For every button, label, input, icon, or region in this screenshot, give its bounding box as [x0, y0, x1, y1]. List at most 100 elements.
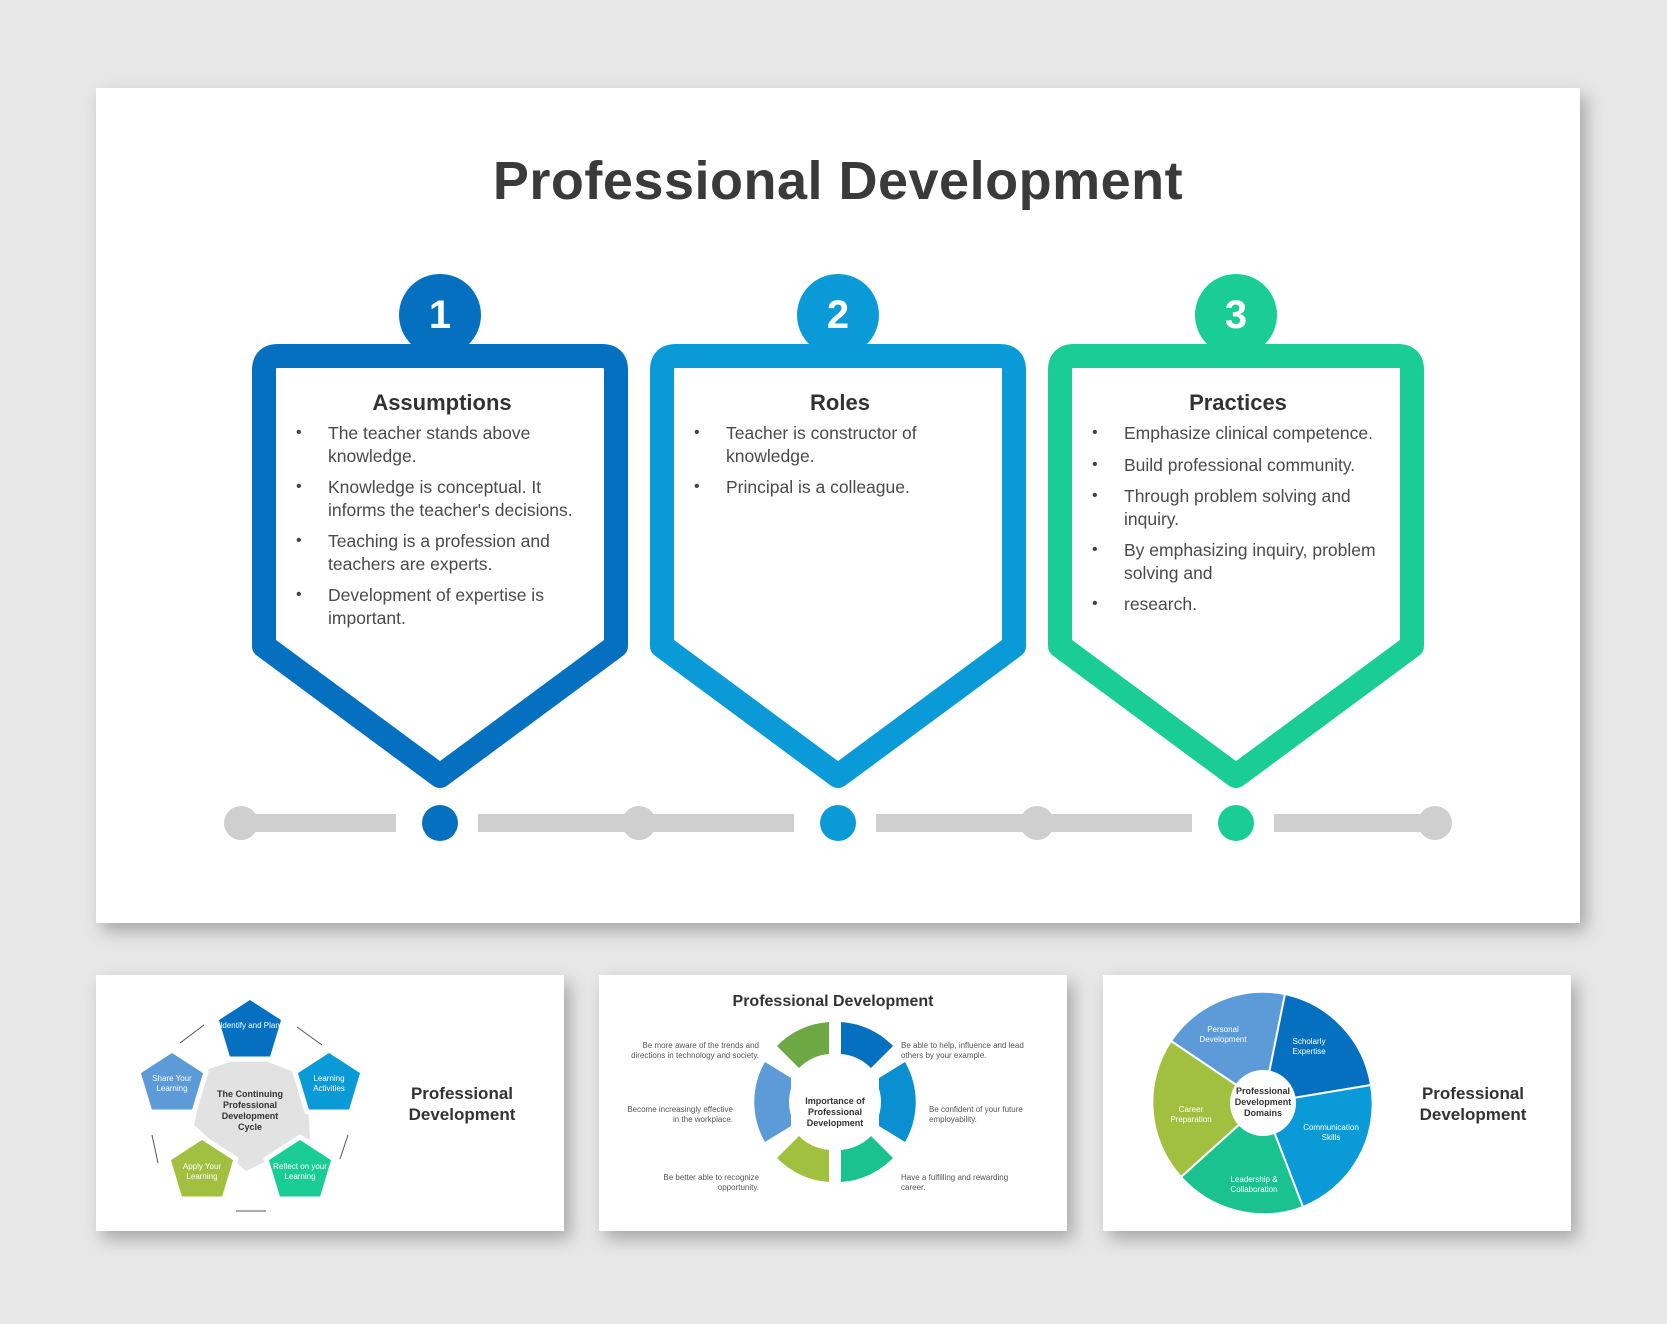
ring-segment: [777, 1022, 829, 1068]
bullet-item: • Knowledge is conceptual. It informs the…: [292, 476, 592, 521]
bullet-item: • Teaching is a profession and teachers a…: [292, 530, 592, 575]
bullet-text: Knowledge is conceptual. It informs the …: [328, 477, 573, 520]
bullet-text: Build professional community.: [1124, 454, 1356, 475]
arrow-icon: [296, 1026, 323, 1046]
ring-segment: [777, 1136, 829, 1182]
bullet-dot: •: [296, 424, 302, 441]
bullet-text: Teacher is constructor of knowledge.: [726, 423, 917, 466]
card-number-2: 2: [826, 293, 850, 337]
ring-center-label: Importance of Professional Development: [805, 1096, 865, 1128]
step-pentagon-identify: [213, 994, 287, 1062]
arrow-icon: [339, 1134, 349, 1160]
bullet-dot: •: [1092, 455, 1098, 473]
bullet-dot: •: [296, 532, 302, 549]
bullet-text: The teacher stands above knowledge.: [328, 423, 531, 466]
card-assumptions: Assumptions • The teacher stands above kn…: [292, 390, 592, 638]
bullet-item: •research.: [1088, 593, 1388, 616]
timeline-segment: [1274, 814, 1440, 832]
bullet-dot: •: [1092, 424, 1098, 441]
bullet-text: Emphasize clinical competence.: [1124, 423, 1374, 443]
card-shield-1: [252, 344, 628, 788]
step-label: Share Your Learning: [152, 1074, 192, 1093]
timeline: [224, 805, 1452, 841]
timeline-segment: [236, 814, 396, 832]
bullet-dot: •: [1092, 541, 1098, 558]
bullet-item: • Through problem solving and inquiry.: [1088, 485, 1388, 530]
bullet-text: Teaching is a profession and teachers ar…: [328, 531, 550, 574]
bullet-text: Development of expertise is important.: [328, 585, 544, 628]
timeline-marker-3: [1218, 805, 1254, 841]
cycle-hexagon: [194, 1055, 310, 1171]
benefit-text: Become increasingly effective in the wor…: [627, 1105, 733, 1124]
bullet-item: • Emphasize clinical competence.: [1088, 422, 1388, 445]
benefit-text: Be confident of your future employabilit…: [929, 1105, 1023, 1124]
arrow-icon: [151, 1134, 159, 1164]
step-label: Learning Activities: [313, 1074, 345, 1093]
domains-wheel: [1151, 990, 1374, 1216]
step-label: Apply Your Learning: [182, 1162, 222, 1181]
cycle-arrows: [151, 1024, 349, 1212]
cycle-center-label: The Continuing Professional Development …: [217, 1089, 283, 1132]
main-slide: Professional Development 1 2 3 Assumptio…: [96, 88, 1580, 923]
card-heading: Assumptions: [372, 390, 512, 415]
bullet-text: Principal is a colleague.: [726, 477, 910, 497]
bullet-dot: •: [296, 586, 302, 603]
segment-label: Leadership & Collaboration: [1230, 1175, 1278, 1194]
card-roles: Roles • Teacher is constructor of knowled…: [690, 390, 990, 508]
step-pentagon-apply: [165, 1134, 239, 1202]
number-badge-1: [399, 274, 481, 356]
benefit-text: Have a fulfilling and rewarding career.: [901, 1173, 1009, 1192]
card-number-1: 1: [428, 293, 452, 337]
card-heading: Roles: [810, 390, 870, 415]
bullet-dot: •: [1092, 595, 1098, 612]
thumbnail-slide-3[interactable]: Professional Development Domains Persona…: [1103, 975, 1571, 1231]
bullet-item: •Principal is a colleague.: [690, 476, 990, 499]
card-practices: Practices • Emphasize clinical competence…: [1088, 390, 1388, 625]
bullet-dot: •: [296, 478, 302, 495]
page-title: Professional Development: [492, 151, 1184, 211]
bullet-text: By emphasizing inquiry, problem solving …: [1124, 540, 1376, 583]
card-shield-2: [650, 344, 1026, 788]
segment-label: Communication Skills: [1303, 1123, 1359, 1142]
cycle-diagram: [135, 994, 366, 1212]
wheel-segment: [1151, 1039, 1265, 1179]
benefit-text: Be able to help, influence and lead othe…: [901, 1041, 1024, 1060]
bullet-item: • By emphasizing inquiry, problem solving…: [1088, 539, 1388, 584]
number-badge-3: [1195, 274, 1277, 356]
timeline-node: [224, 806, 258, 840]
ring-segment: [754, 1062, 791, 1142]
bullet-item: • The teacher stands above knowledge.: [292, 422, 592, 467]
benefit-text: Be more aware of the trends and directio…: [631, 1041, 759, 1060]
card-heading: Practices: [1189, 390, 1287, 415]
bullet-list: • The teacher stands above knowledge. • Kn…: [292, 422, 592, 629]
wheel-segment: [1261, 992, 1373, 1105]
timeline-node: [622, 806, 656, 840]
main-diagram-shapes: [224, 274, 1452, 841]
bullet-item: • Build professional community.: [1088, 454, 1388, 477]
timeline-node: [1020, 806, 1054, 840]
bullet-item: • Teacher is constructor of knowledge.: [690, 422, 990, 467]
benefit-text: Be better able to recognize opportunity.: [663, 1173, 759, 1192]
bullet-list: • Emphasize clinical competence. • Build p…: [1088, 422, 1388, 616]
card-shield-3: [1048, 344, 1424, 788]
step-label: Identify and Plan: [220, 1021, 280, 1030]
arrow-icon: [179, 1024, 205, 1044]
bullet-item: • Development of expertise is important.: [292, 584, 592, 629]
bullet-text: Through problem solving and inquiry.: [1124, 486, 1351, 529]
segment-label: Personal Development: [1199, 1025, 1247, 1044]
bullet-dot: •: [1092, 487, 1098, 504]
ring-hole: [789, 1056, 881, 1148]
ring-segment: [841, 1022, 893, 1068]
step-pentagon-share: [135, 1047, 209, 1115]
ring-segment: [841, 1136, 893, 1182]
number-badge-2: [797, 274, 879, 356]
thumbnail-slide-2[interactable]: Professional Development Importance of P…: [599, 975, 1067, 1231]
thumbnail-title: Professional Development: [732, 993, 934, 1010]
ring-segment: [879, 1062, 916, 1142]
wheel-center-label: Professional Development Domains: [1234, 1086, 1292, 1118]
bullet-dot: •: [694, 424, 700, 441]
segment-label: Scholarly Expertise: [1292, 1037, 1326, 1056]
thumbnail-slide-1[interactable]: Identify and Plan Learning Activities Re…: [96, 975, 564, 1231]
importance-ring: [754, 1022, 916, 1182]
thumbnail-title: Professional Development: [408, 1084, 516, 1124]
